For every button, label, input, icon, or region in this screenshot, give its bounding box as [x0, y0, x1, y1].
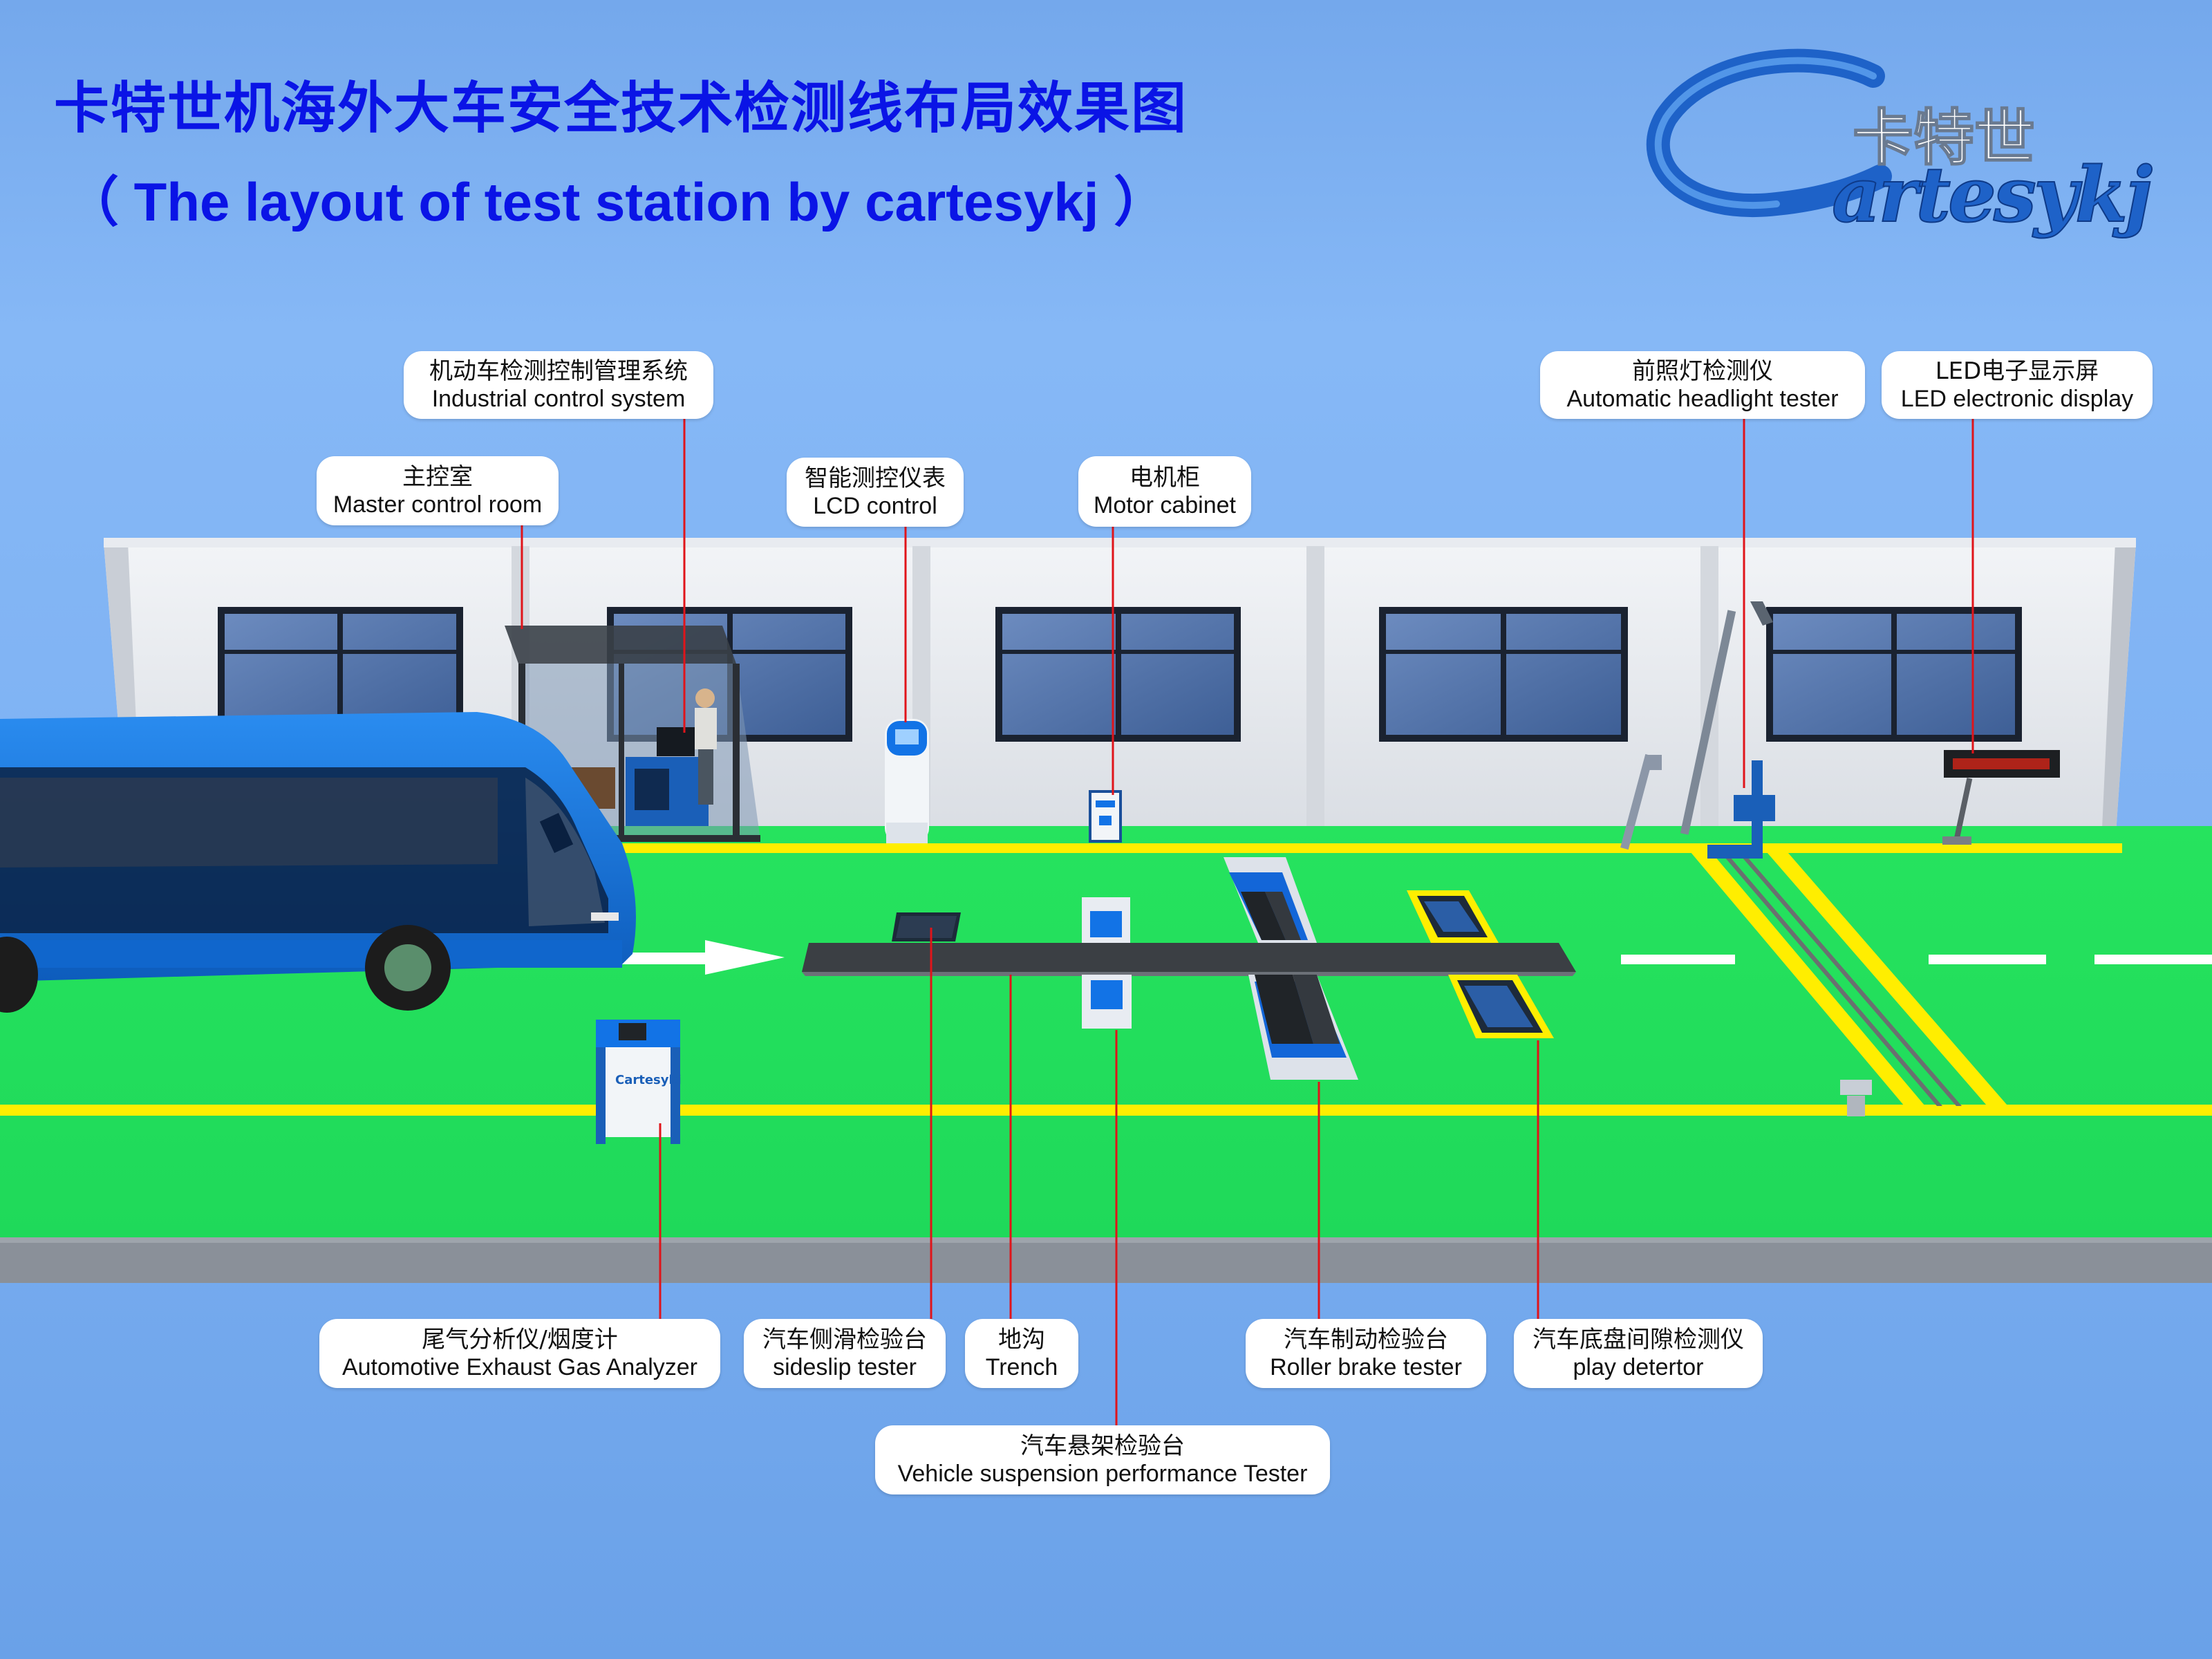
- lcd-control-kiosk: [885, 719, 929, 843]
- label-motor-cabinet: 电机柜 Motor cabinet: [1078, 456, 1251, 527]
- play-detector: [1407, 890, 1554, 1038]
- led-display-board: [1942, 750, 2060, 845]
- suspension-tester: [1082, 897, 1132, 1029]
- leader-lines: [521, 419, 1974, 1425]
- trench: [802, 943, 1576, 976]
- label-lcd-control: 智能测控仪表 LCD control: [787, 458, 964, 527]
- label-suspension-tester: 汽车悬架检验台 Vehicle suspension performance T…: [875, 1425, 1330, 1494]
- cartesykj-logo: 卡特世 artesykj: [1646, 48, 2155, 240]
- motor-cabinet: [1089, 790, 1122, 843]
- label-master-control-room: 主控室 Master control room: [317, 456, 559, 525]
- logo-chinese-text: 卡特世: [1853, 102, 2035, 174]
- logo-english-text: artesykj: [1832, 150, 2152, 239]
- bus: [0, 712, 636, 1013]
- label-exhaust-gas-analyzer: 尾气分析仪/烟度计 Automotive Exhaust Gas Analyze…: [319, 1319, 720, 1388]
- label-roller-brake-tester: 汽车制动检验台 Roller brake tester: [1246, 1319, 1486, 1388]
- label-play-detector: 汽车底盘间隙检测仪 play detertor: [1514, 1319, 1763, 1388]
- label-led-display: LED电子显示屏 LED electronic display: [1882, 351, 2153, 419]
- label-sideslip-tester: 汽车侧滑检验台 sideslip tester: [744, 1319, 946, 1388]
- svg-text:Cartesykj: Cartesykj: [615, 1073, 682, 1087]
- headlight-tester: [1620, 601, 1775, 859]
- page-title-english: （ The layout of test station by cartesyk…: [65, 171, 1168, 232]
- exhaust-gas-analyzer: Cartesykj: [596, 1020, 682, 1144]
- label-trench: 地沟 Trench: [965, 1319, 1078, 1388]
- label-headlight-tester: 前照灯检测仪 Automatic headlight tester: [1540, 351, 1865, 419]
- lane-dashes: [1621, 955, 2212, 964]
- floor-sensor: [1840, 1080, 1872, 1116]
- direction-arrow: [619, 940, 785, 975]
- page-title-chinese: 卡特世机海外大车安全技术检测线布局效果图: [54, 76, 1188, 140]
- roller-brake-tester: [1224, 857, 1358, 1080]
- sideslip-tester: [892, 912, 961, 941]
- lane-lines: [0, 843, 2212, 1116]
- label-industrial-control-system: 机动车检测控制管理系统 Industrial control system: [404, 351, 713, 419]
